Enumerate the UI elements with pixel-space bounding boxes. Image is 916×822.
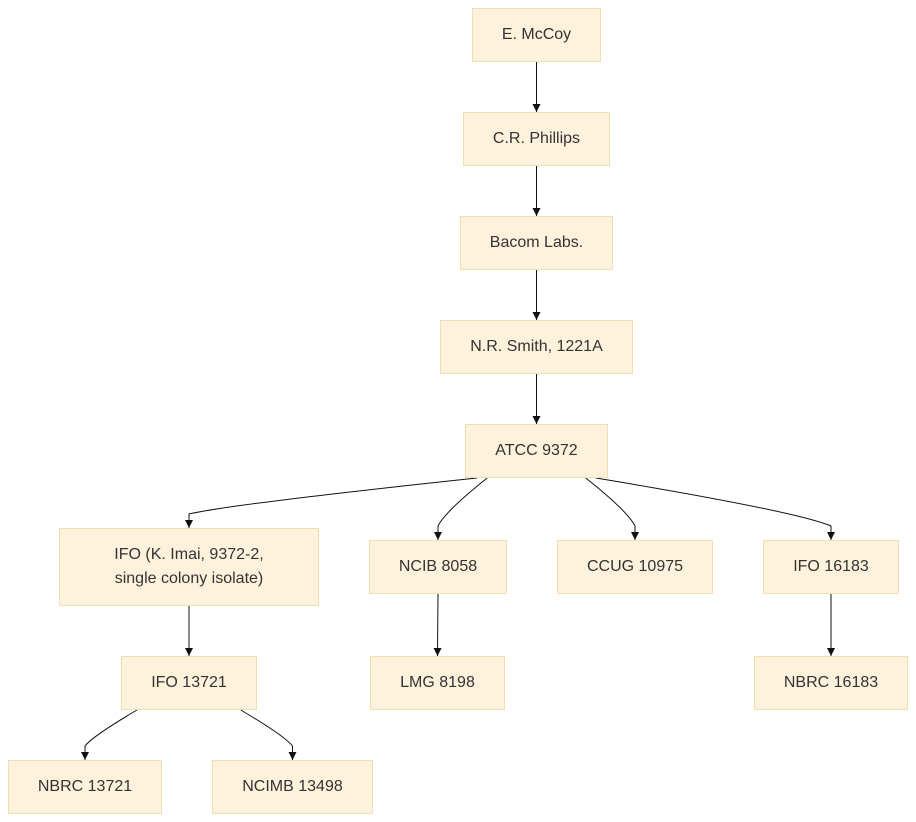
node-nr-smith-1221a: N.R. Smith, 1221A [440,320,633,374]
edge-atcc-to-ccug [585,477,639,540]
node-label: CCUG 10975 [586,558,684,575]
node-nbrc-16183: NBRC 16183 [754,656,908,710]
node-label: NBRC 16183 [783,674,879,691]
edge-ncib-to-lmg [433,593,442,657]
node-label: N.R. Smith, 1221A [470,338,603,355]
node-bacom-labs: Bacom Labs. [460,216,613,270]
node-ncib-8058: NCIB 8058 [369,540,507,594]
node-ifo-imai-9372-2: IFO (K. Imai, 9372-2, single colony isol… [59,528,319,606]
node-label: IFO 16183 [793,558,869,575]
node-label: IFO 13721 [151,674,227,691]
node-nbrc-13721: NBRC 13721 [8,760,162,814]
node-label: ATCC 9372 [495,442,578,459]
node-e-mccoy: E. McCoy [472,8,601,62]
edge-atcc-to-ifo16183 [595,477,835,540]
node-ifo-13721: IFO 13721 [121,656,257,710]
node-label: IFO (K. Imai, 9372-2, single colony isol… [114,546,264,587]
edge-atcc-to-ifo_imai [185,477,478,528]
edge-ifo13721-to-ncimb [240,709,297,760]
node-lmg-8198: LMG 8198 [370,656,505,710]
node-ncimb-13498: NCIMB 13498 [212,760,373,814]
node-label: NCIB 8058 [398,558,478,575]
node-label: Bacom Labs. [489,234,584,251]
node-label: C.R. Phillips [492,130,581,147]
node-label: E. McCoy [501,26,572,43]
node-cr-phillips: C.R. Phillips [463,112,610,166]
edge-atcc-to-ncib [434,477,488,540]
node-label: NCIMB 13498 [242,778,343,795]
node-ifo-16183: IFO 16183 [763,540,899,594]
node-label: NBRC 13721 [37,778,133,795]
node-ccug-10975: CCUG 10975 [557,540,713,594]
node-label: LMG 8198 [400,674,475,691]
edge-ifo13721-to-nbrc13721 [81,709,138,760]
node-atcc-9372: ATCC 9372 [465,424,608,478]
